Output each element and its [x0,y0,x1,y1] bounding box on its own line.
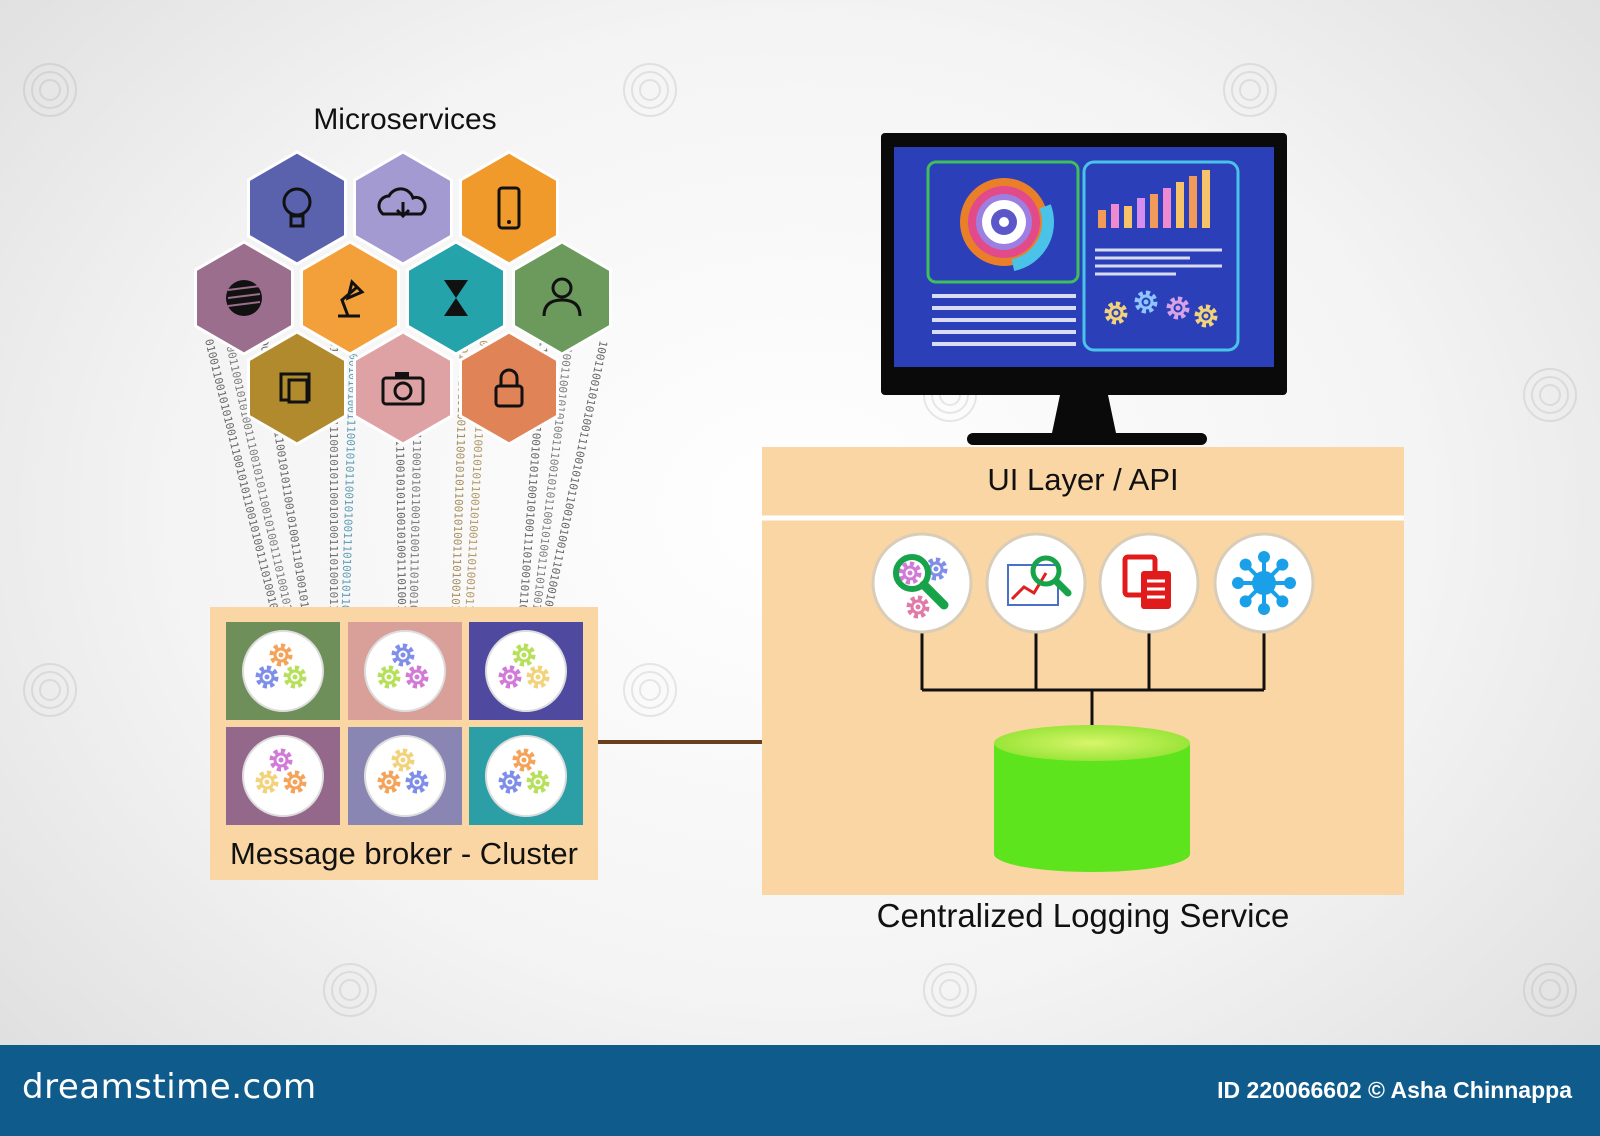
hexagon-lightbulb [247,150,347,266]
hexagon-cloud-download [353,150,453,266]
hexagon-hourglass [406,240,506,356]
logging-icon-row [871,532,1315,634]
hexagon-desk-lamp [300,240,400,356]
hexagon-user [512,240,612,356]
padlock-icon [494,368,524,408]
text-lines-right [1095,248,1222,276]
hexagon-document [247,330,347,446]
microservices-hexagon-grid [194,150,612,446]
broker-tile-grid [226,622,583,825]
cloud-download-icon [377,187,427,219]
logging-tool-4 [1213,532,1315,634]
monitor-icon [881,133,1287,445]
hexagon-smartphone [459,150,559,266]
user-icon [542,277,582,317]
broker-node [226,727,340,825]
broker-node [469,622,583,720]
globe-icon [226,280,262,316]
document-icon [279,372,311,404]
bar-chart-icon [1098,170,1210,228]
message-broker-label: Message broker - Cluster [229,836,578,871]
smartphone-icon [497,186,521,230]
image-credit: ID 220066602 © Asha Chinnappa [1217,1077,1572,1103]
logging-tool-1 [871,532,973,634]
donut-chart-icon [954,172,1054,272]
hourglass-icon [444,280,468,316]
broker-node [348,727,462,825]
analytics-chart-icon [1007,555,1072,606]
search-gears-icon [893,554,949,616]
hexagon-camera [353,330,453,446]
brand-logo: dreamstime.com [22,1067,317,1107]
broker-node [226,622,340,720]
copy-documents-icon [1122,554,1171,609]
hexagon-globe [194,240,294,356]
logging-tool-3 [1098,532,1200,634]
microservices-title: Microservices [313,103,497,136]
logging-tool-2 [985,532,1087,634]
broker-node [469,727,583,825]
database-icon [994,725,1190,872]
logging-service-label: Centralized Logging Service [876,897,1290,934]
ui-layer-label: UI Layer / API [987,462,1179,497]
footer-bar: dreamstime.com ID 220066602 © Asha Chinn… [0,1045,1600,1136]
text-lines-left [932,294,1076,346]
hexagon-padlock [459,330,559,446]
network-hub-icon [1232,551,1296,615]
lightbulb-icon [282,187,312,228]
camera-icon [381,372,425,406]
desk-lamp-icon [338,279,365,318]
broker-node [348,622,462,720]
